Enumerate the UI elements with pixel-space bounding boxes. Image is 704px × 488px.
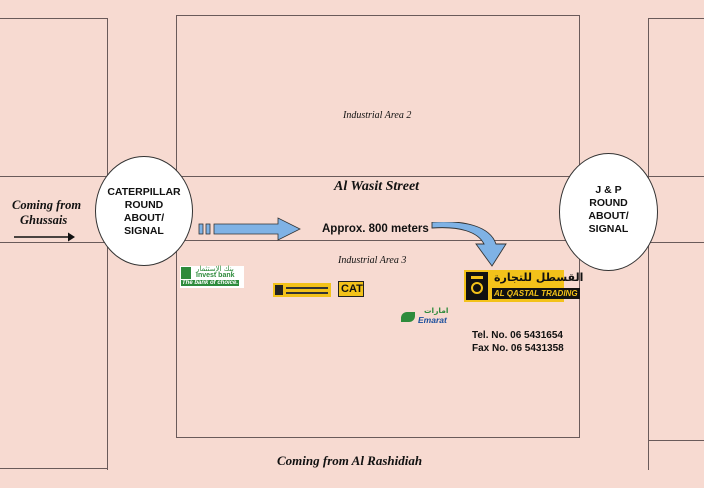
caterpillar-line2: ROUND xyxy=(124,199,164,211)
dealer-logo-text-bar-2 xyxy=(286,292,328,294)
central-block-top xyxy=(176,15,580,177)
jp-line1: J & P xyxy=(595,184,622,196)
jp-line2: ROUND xyxy=(589,197,628,209)
emarat-logo: امارات Emarat xyxy=(400,306,454,326)
street-line-upper-right xyxy=(640,176,704,177)
jp-roundabout-label: J & P ROUND ABOUT/ SIGNAL xyxy=(559,184,658,236)
jp-line3: ABOUT/ xyxy=(588,210,629,222)
invest-bank-name: Invest bank xyxy=(196,272,235,279)
right-road-line-top xyxy=(648,18,704,19)
street-line-lower-right xyxy=(640,242,704,243)
coming-from-rashidiah-label: Coming from Al Rashidiah xyxy=(277,453,423,468)
invest-bank-tagline: The bank of choice. xyxy=(181,280,240,286)
right-road-line-bottom xyxy=(648,440,704,441)
cat-logo: CAT xyxy=(338,281,364,297)
dealer-logo-icon xyxy=(275,285,283,295)
emarat-name: Emarat xyxy=(418,315,447,325)
al-qastal-icon xyxy=(466,272,488,300)
caterpillar-line1: CATERPILLAR xyxy=(107,186,181,198)
industrial-area-2-label: Industrial Area 2 xyxy=(343,110,412,121)
left-road-line-bottom xyxy=(0,468,108,469)
caterpillar-roundabout xyxy=(95,156,193,266)
fax-number: Fax No. 06 5431358 xyxy=(472,343,564,354)
emarat-icon xyxy=(401,312,415,322)
al-qastal-arabic: القسطل للتجارة xyxy=(494,271,584,284)
direction-arrow-icon xyxy=(198,217,301,241)
jp-line4: SIGNAL xyxy=(588,223,629,235)
caterpillar-line3: ABOUT/ xyxy=(123,212,165,224)
left-road-line-top xyxy=(0,18,108,19)
invest-bank-icon xyxy=(181,267,191,279)
central-block-bottom xyxy=(176,240,580,438)
dealer-logo xyxy=(273,283,331,297)
coming-from-label-line2: Ghussais xyxy=(20,213,68,227)
invest-bank-logo: بنك الإستثمار Invest bank The bank of ch… xyxy=(180,265,244,288)
dealer-logo-text-bar xyxy=(286,287,328,289)
al-qastal-name: AL QASTAL TRADING xyxy=(492,288,580,299)
arrow-from-ghussais-icon xyxy=(14,232,75,242)
caterpillar-roundabout-label: CATERPILLAR ROUND ABOUT/ SIGNAL xyxy=(95,186,193,238)
right-vertical-road xyxy=(648,18,704,470)
caterpillar-line4: SIGNAL xyxy=(124,225,164,237)
coming-from-label-line1: Coming from xyxy=(12,198,82,212)
tel-number: Tel. No. 06 5431654 xyxy=(472,330,563,341)
cat-logo-text: CAT xyxy=(341,283,363,295)
street-line-lower-left xyxy=(0,242,110,243)
industrial-area-3-label: Industrial Area 3 xyxy=(338,255,407,266)
invest-bank-arabic: بنك الإستثمار xyxy=(196,265,234,273)
curved-arrow-icon xyxy=(431,222,507,267)
street-line-upper-left xyxy=(0,176,110,177)
al-wasit-street-label: Al Wasit Street xyxy=(334,179,420,194)
al-qastal-logo: القسطل للتجارة AL QASTAL TRADING xyxy=(464,270,583,302)
distance-label: Approx. 800 meters xyxy=(322,223,429,235)
emarat-arabic: امارات xyxy=(424,306,449,315)
jp-roundabout xyxy=(559,153,658,271)
left-vertical-road xyxy=(0,18,108,470)
